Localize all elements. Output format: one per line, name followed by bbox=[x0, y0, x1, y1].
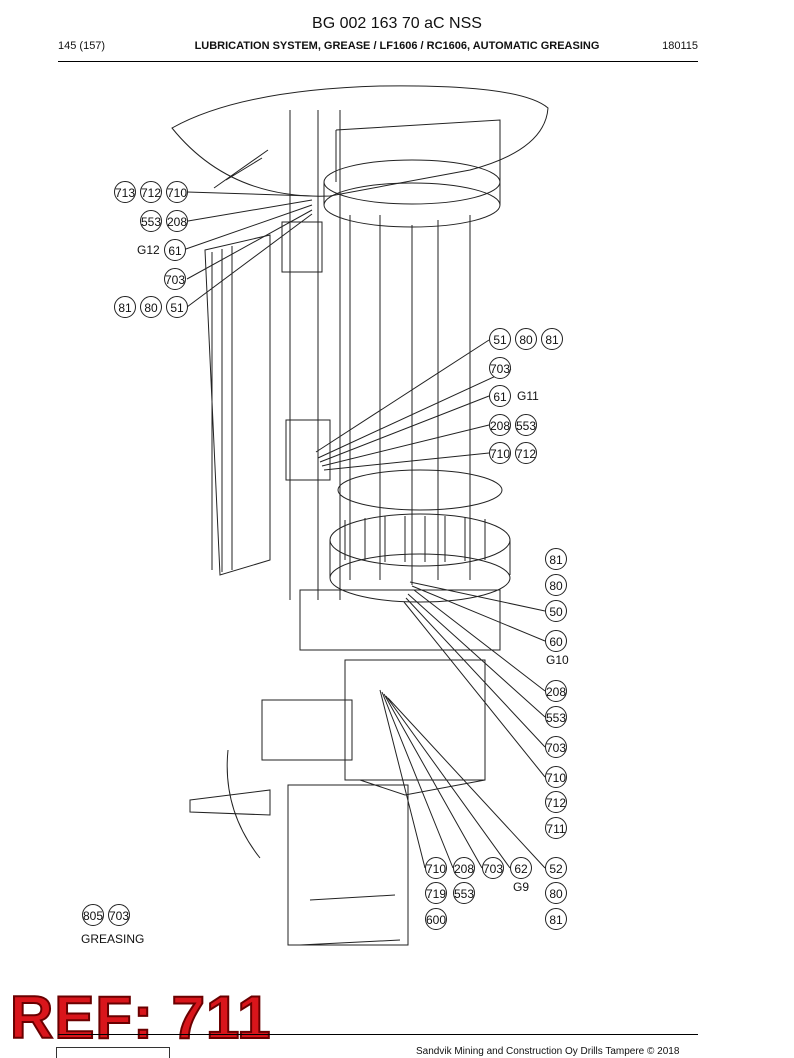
callout-bubble: 81 bbox=[114, 296, 136, 318]
callout-bubble: 710 bbox=[166, 181, 188, 203]
footer-copyright: Sandvik Mining and Construction Oy Drill… bbox=[416, 1046, 680, 1057]
callout-bubble: 208 bbox=[166, 210, 188, 232]
callout-bubble: 711 bbox=[545, 817, 567, 839]
callout-bubble: 703 bbox=[164, 268, 186, 290]
callout-bubble: 805 bbox=[82, 904, 104, 926]
callout-bubble: 703 bbox=[108, 904, 130, 926]
callout-bubble: 553 bbox=[515, 414, 537, 436]
callout-bubble: 719 bbox=[425, 882, 447, 904]
callout-bubble: 80 bbox=[545, 574, 567, 596]
callout-bubble: 61 bbox=[164, 239, 186, 261]
callout-bubble: 208 bbox=[545, 680, 567, 702]
leader-lines bbox=[182, 191, 546, 869]
top-disc bbox=[171, 85, 549, 197]
callout-bubble: 703 bbox=[545, 736, 567, 758]
middle-ring bbox=[337, 469, 503, 511]
doc-date: 180115 bbox=[662, 40, 698, 52]
footer-rule bbox=[58, 1034, 698, 1035]
group-label-g10: G10 bbox=[546, 653, 569, 667]
ref-stamp: REF: 711 bbox=[9, 984, 272, 1051]
callout-bubble: 51 bbox=[166, 296, 188, 318]
group-label-g9: G9 bbox=[513, 880, 530, 894]
page-number: 145 (157) bbox=[58, 40, 106, 52]
callout-bubble: 80 bbox=[515, 328, 537, 350]
group-label-g12: G12 bbox=[137, 243, 160, 257]
callout-bubble: 713 bbox=[114, 181, 136, 203]
callout-bubble: 50 bbox=[545, 600, 567, 622]
callout-bubble: 80 bbox=[545, 882, 567, 904]
callout-bubble: 600 bbox=[425, 908, 447, 930]
group-label-g11: G11 bbox=[517, 389, 539, 403]
callout-bubble: 710 bbox=[545, 766, 567, 788]
lower-block bbox=[299, 589, 501, 651]
callout-bubble: 208 bbox=[453, 857, 475, 879]
callout-bubble: 712 bbox=[545, 791, 567, 813]
callout-bubble: 62 bbox=[510, 857, 532, 879]
callout-bubble: 553 bbox=[140, 210, 162, 232]
callout-bubble: 553 bbox=[545, 706, 567, 728]
callout-bubble: 81 bbox=[545, 548, 567, 570]
group-label-greasing: GREASING bbox=[81, 932, 145, 946]
pump-unit bbox=[287, 784, 409, 946]
callout-bubble: 81 bbox=[541, 328, 563, 350]
callout-bubble: 52 bbox=[545, 857, 567, 879]
callout-bubble: 60 bbox=[545, 630, 567, 652]
mast bbox=[289, 110, 341, 600]
callout-bubble: 712 bbox=[140, 181, 162, 203]
callout-bubble: 208 bbox=[489, 414, 511, 436]
upper-ring bbox=[323, 159, 501, 205]
callout-bubble: 80 bbox=[140, 296, 162, 318]
gear-ring bbox=[329, 513, 511, 567]
callout-bubble: 51 bbox=[489, 328, 511, 350]
callout-bubble: 703 bbox=[482, 857, 504, 879]
callout-bubble: 553 bbox=[453, 882, 475, 904]
callout-bubble: 712 bbox=[515, 442, 537, 464]
header-rule bbox=[58, 61, 698, 62]
rods bbox=[349, 215, 471, 585]
doc-title: BG 002 163 70 aC NSS bbox=[312, 15, 482, 32]
left-frame bbox=[204, 234, 271, 576]
callout-bubble: 710 bbox=[425, 857, 447, 879]
callout-bubble: 703 bbox=[489, 357, 511, 379]
callout-bubble: 61 bbox=[489, 385, 511, 407]
callout-bubble: 81 bbox=[545, 908, 567, 930]
callout-bubble: 710 bbox=[489, 442, 511, 464]
section-title: LUBRICATION SYSTEM, GREASE / LF1606 / RC… bbox=[194, 40, 600, 52]
